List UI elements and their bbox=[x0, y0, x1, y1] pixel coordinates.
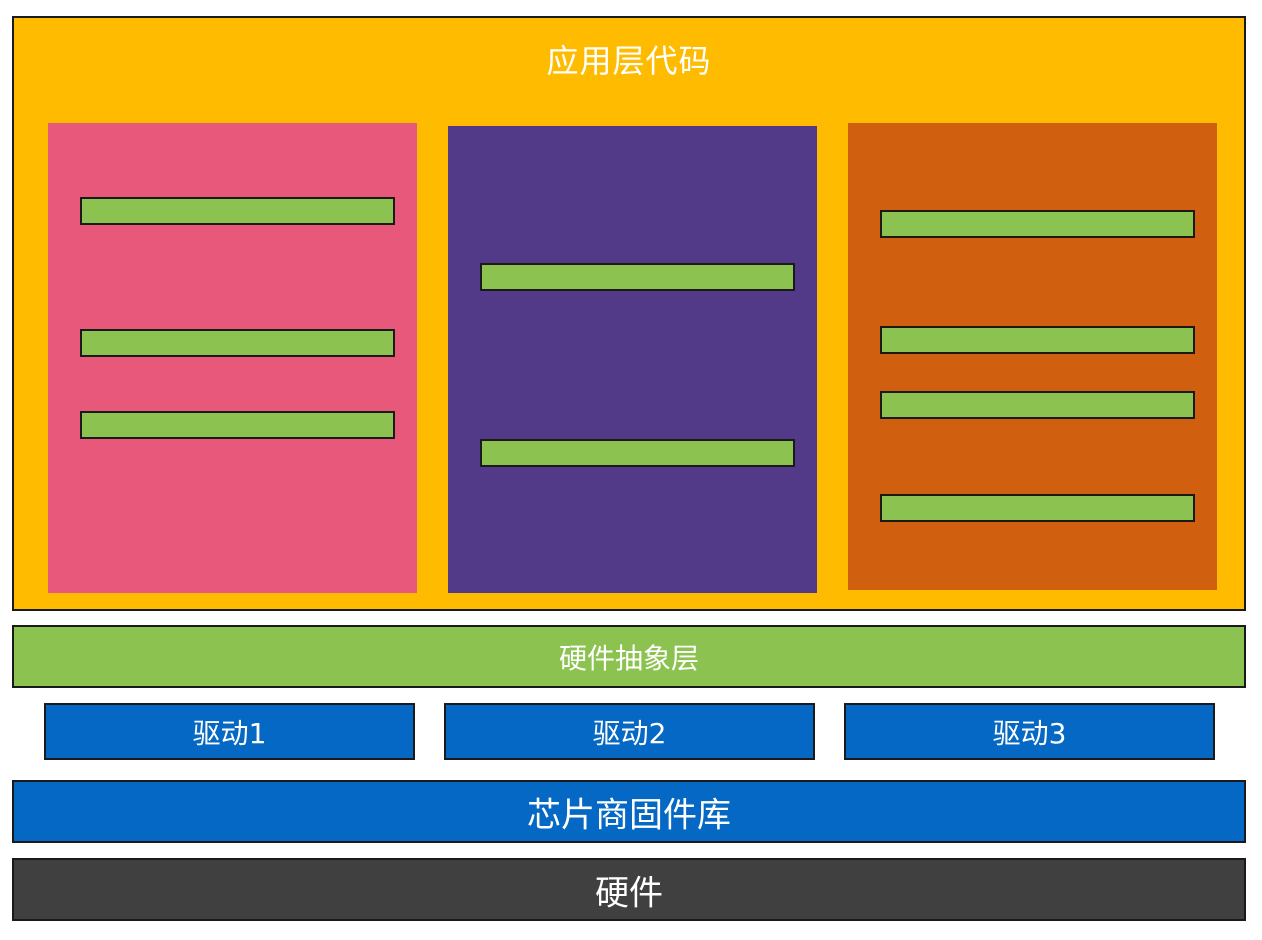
module-3-component-bar bbox=[880, 326, 1195, 354]
module-1-component-bar bbox=[80, 329, 395, 357]
module-3-component-bar bbox=[880, 494, 1195, 522]
module-1-component-bar bbox=[80, 197, 395, 225]
app-module-2 bbox=[448, 126, 817, 593]
hardware-layer: 硬件 bbox=[12, 858, 1246, 921]
hardware-abstraction-layer: 硬件抽象层 bbox=[12, 625, 1246, 688]
vendor-firmware-label: 芯片商固件库 bbox=[527, 795, 731, 835]
module-3-component-bar bbox=[880, 210, 1195, 238]
hardware-label: 硬件 bbox=[595, 873, 663, 913]
vendor-firmware-library: 芯片商固件库 bbox=[12, 780, 1246, 843]
driver-2-box: 驱动2 bbox=[444, 703, 815, 760]
driver-3-box: 驱动3 bbox=[844, 703, 1215, 760]
hal-label: 硬件抽象层 bbox=[558, 641, 699, 675]
application-layer-title: 应用层代码 bbox=[546, 42, 712, 80]
module-3-component-bar bbox=[880, 391, 1195, 419]
driver-1-box: 驱动1 bbox=[44, 703, 415, 760]
module-2-component-bar bbox=[480, 263, 795, 291]
application-layer: 应用层代码 bbox=[12, 16, 1246, 611]
app-module-1 bbox=[48, 123, 417, 593]
driver-1-label: 驱动1 bbox=[192, 716, 267, 750]
driver-2-label: 驱动2 bbox=[592, 716, 667, 750]
driver-3-label: 驱动3 bbox=[992, 716, 1067, 750]
module-2-component-bar bbox=[480, 439, 795, 467]
app-module-3 bbox=[848, 123, 1217, 590]
module-1-component-bar bbox=[80, 411, 395, 439]
